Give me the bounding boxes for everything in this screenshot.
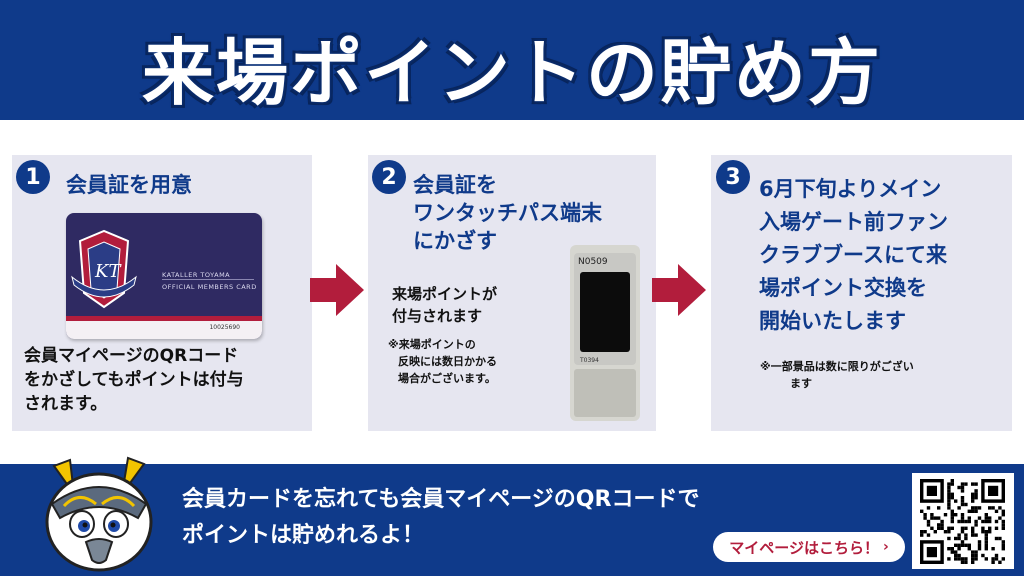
step-body-2: 来場ポイントが 付与されます — [392, 285, 498, 325]
terminal-sublabel: T0394 — [580, 357, 599, 364]
terminal-screen — [580, 272, 630, 352]
step-panel-3 — [711, 155, 1012, 431]
card-number: 10025690 — [209, 324, 240, 331]
step-title-3: 6月下旬よりメイン 入場ゲート前ファン クラブブースにて来 場ポイント交換を 開… — [759, 177, 948, 333]
step-title-1: 会員証を用意 — [66, 173, 192, 197]
mypage-link-button[interactable]: マイページはこちら！ › — [713, 532, 905, 562]
step-body-1: 会員マイページのQRコード をかざしてもポイントは付与 されます。 — [24, 346, 244, 414]
mascot-character-icon — [45, 456, 153, 572]
touch-pass-terminal-image: N0509 T0394 — [570, 245, 640, 421]
step-number-1: 1 — [16, 160, 50, 194]
step-note-2: ※来場ポイントの 反映には数日かかる 場合がございます。 — [388, 338, 497, 385]
footer-message: 会員カードを忘れても会員マイページのQRコードで ポイントは貯めれるよ！ — [182, 487, 700, 548]
card-divider — [162, 279, 254, 280]
chevron-right-icon: › — [882, 539, 889, 555]
arrow-right-icon — [310, 264, 364, 316]
card-text-club: KATALLER TOYAMA — [162, 271, 231, 279]
page-title: 来場ポイントの貯め方 — [141, 31, 882, 115]
qr-code-image[interactable] — [912, 473, 1014, 569]
arrow-right-icon — [652, 264, 706, 316]
step-number-3: 3 — [716, 160, 750, 194]
step-title-2: 会員証を ワンタッチパス端末 にかざす — [413, 173, 602, 253]
terminal-stand — [574, 369, 636, 417]
card-stripe — [66, 316, 262, 339]
card-text-official: OFFICIAL MEMBERS CARD — [162, 283, 257, 291]
terminal-label: N0509 — [578, 257, 608, 267]
step-note-3: ※一部景品は数に限りがござい ます — [760, 360, 914, 390]
header-banner — [0, 0, 1024, 120]
club-emblem-icon: KT — [71, 229, 137, 309]
member-card-image: KT KATALLER TOYAMA OFFICIAL MEMBERS CARD… — [66, 213, 262, 339]
step-number-2: 2 — [372, 160, 406, 194]
svg-text:KT: KT — [94, 261, 122, 282]
qr-code-icon — [920, 479, 1005, 564]
